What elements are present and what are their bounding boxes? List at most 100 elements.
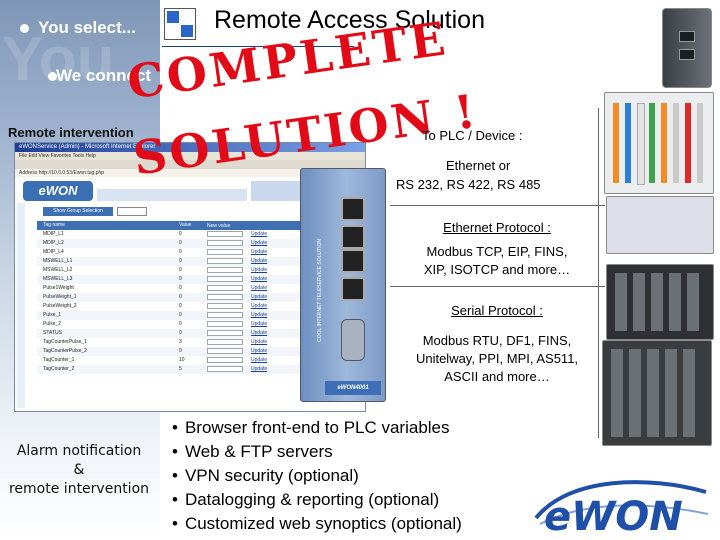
update-link: Update bbox=[251, 240, 268, 246]
new-value-input bbox=[207, 366, 243, 372]
ethernet-port-icon bbox=[341, 277, 365, 301]
page-title: Remote Access Solution bbox=[214, 6, 485, 34]
serial-port-icon bbox=[341, 319, 365, 361]
windows-grid-icon bbox=[164, 8, 196, 40]
new-value-input bbox=[207, 249, 243, 255]
io-module-image bbox=[604, 92, 714, 194]
group-select bbox=[117, 207, 147, 216]
update-link: Update bbox=[251, 258, 268, 264]
new-value-input bbox=[207, 231, 243, 237]
new-value-input bbox=[207, 357, 243, 363]
new-value-input bbox=[207, 258, 243, 264]
new-value-input bbox=[207, 285, 243, 291]
web-nav-bar bbox=[97, 189, 247, 201]
to-plc-label: To PLC / Device : bbox=[422, 128, 523, 143]
update-link: Update bbox=[251, 348, 268, 354]
update-link: Update bbox=[251, 231, 268, 237]
update-link: Update bbox=[251, 312, 268, 318]
feature-item: Datalogging & reporting (optional) bbox=[172, 488, 532, 512]
logo-text: eWON bbox=[544, 494, 683, 538]
new-value-input bbox=[207, 330, 243, 336]
new-value-input bbox=[207, 339, 243, 345]
brand-watermark: You bbox=[2, 25, 115, 94]
update-link: Update bbox=[251, 249, 268, 255]
update-link: Update bbox=[251, 366, 268, 372]
logo-swoosh bbox=[534, 480, 707, 520]
update-link: Update bbox=[251, 267, 268, 273]
update-link: Update bbox=[251, 339, 268, 345]
update-link: Update bbox=[251, 294, 268, 300]
feature-item: Customized web synoptics (optional) bbox=[172, 512, 532, 536]
update-link: Update bbox=[251, 321, 268, 327]
new-value-input bbox=[207, 303, 243, 309]
modular-plc-image bbox=[602, 340, 712, 446]
ewon-device: COOL INTERNET TELESERVICE SOLUTION eWON4… bbox=[300, 168, 386, 402]
feature-item: VPN security (optional) bbox=[172, 464, 532, 488]
update-link: Update bbox=[251, 330, 268, 336]
section-divider bbox=[390, 286, 605, 287]
update-link: Update bbox=[251, 276, 268, 282]
ethernet-or-label: Ethernet or bbox=[446, 158, 511, 173]
update-link: Update bbox=[251, 303, 268, 309]
update-link: Update bbox=[251, 285, 268, 291]
feature-list: Browser front-end to PLC variables Web &… bbox=[172, 416, 532, 536]
new-value-input bbox=[207, 312, 243, 318]
modem-device-image bbox=[662, 8, 712, 88]
vertical-divider bbox=[598, 108, 599, 438]
ewon-web-logo: eWON bbox=[23, 181, 93, 201]
ethernet-protocol-title: Ethernet Protocol : bbox=[443, 220, 551, 235]
new-value-input bbox=[207, 321, 243, 327]
remote-intervention-label: Remote intervention bbox=[8, 125, 134, 140]
show-group-selection-button: Show Group Selection bbox=[43, 207, 113, 216]
you-select-text: You select... bbox=[38, 18, 136, 37]
alarm-notification-label: Alarm notification & remote intervention bbox=[8, 443, 150, 497]
new-value-input bbox=[207, 276, 243, 282]
browser-menubar: File Edit View Favorites Tools Help bbox=[15, 152, 365, 160]
ethernet-port-icon bbox=[341, 225, 365, 249]
web-side-strip bbox=[17, 203, 25, 408]
title-divider bbox=[162, 46, 354, 47]
update-link: Update bbox=[251, 357, 268, 363]
new-value-input bbox=[207, 267, 243, 273]
new-value-input bbox=[207, 240, 243, 246]
browser-address-bar: Address http://10.0.0.53/Ewon.tag.php bbox=[15, 169, 365, 177]
new-value-input bbox=[207, 348, 243, 354]
compact-plc-image bbox=[606, 196, 714, 254]
section-divider bbox=[390, 205, 605, 206]
browser-titlebar: eWONService (Admin) - Microsoft Internet… bbox=[15, 143, 365, 152]
feature-item: Web & FTP servers bbox=[172, 440, 532, 464]
ewon-logo: eWON bbox=[534, 480, 709, 538]
serial-ports-label: RS 232, RS 422, RS 485 bbox=[396, 177, 541, 192]
ethernet-port-icon bbox=[341, 249, 365, 273]
device-side-text: COOL INTERNET TELESERVICE SOLUTION bbox=[317, 239, 323, 342]
ethernet-port-icon bbox=[341, 197, 365, 221]
we-connect-text: We connect bbox=[56, 66, 152, 85]
feature-item: Browser front-end to PLC variables bbox=[172, 416, 532, 440]
serial-protocol-title: Serial Protocol : bbox=[451, 303, 543, 318]
brand-dot-icon bbox=[48, 72, 57, 81]
logo-swoosh-secondary bbox=[539, 504, 709, 525]
ethernet-protocol-list: Modbus TCP, EIP, FINS, XIP, ISOTCP and m… bbox=[423, 244, 571, 277]
brand-dot-icon bbox=[20, 24, 29, 33]
serial-protocol-list: Modbus RTU, DF1, FINS, Unitelway, PPI, M… bbox=[415, 333, 579, 384]
rack-plc-image bbox=[606, 264, 714, 340]
new-value-input bbox=[207, 294, 243, 300]
device-badge: eWON4001 bbox=[325, 381, 381, 395]
